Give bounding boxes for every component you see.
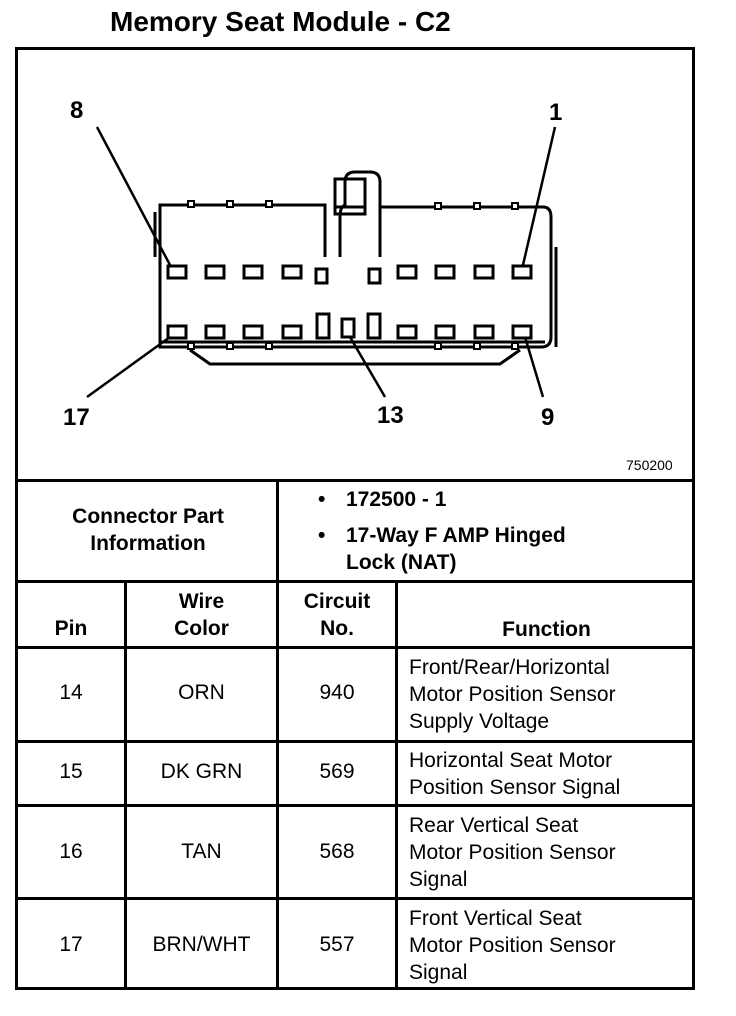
housing-lower-lip — [189, 348, 521, 366]
pin-cavity — [434, 264, 456, 280]
leader-pin-9 — [523, 336, 545, 398]
pin-label-8: 8 — [70, 97, 84, 124]
function-line: Signal — [409, 961, 468, 984]
divider — [15, 897, 695, 900]
pin-cavity — [511, 264, 533, 280]
pin-cavity — [242, 324, 264, 340]
function-line: Motor Position Sensor — [409, 683, 616, 706]
connector-drawing — [86, 126, 558, 399]
bullet-icon: • — [318, 524, 326, 547]
divider — [15, 740, 695, 743]
row-pin: 17 — [59, 933, 83, 956]
pin-label-1: 1 — [549, 99, 563, 126]
divider — [15, 804, 695, 807]
header-wire-color: Wire Color — [127, 588, 276, 642]
row-wire-color: ORN — [178, 681, 225, 704]
pin-label-17: 17 — [63, 404, 90, 431]
latch-window — [333, 177, 367, 216]
pin-cavity — [434, 324, 456, 340]
row-wire-color: DK GRN — [160, 760, 243, 783]
pin-13-cavity — [340, 317, 356, 339]
pin-label-9: 9 — [541, 404, 555, 431]
leader-lines — [86, 126, 557, 399]
row-function: Horizontal Seat Motor Position Sensor Si… — [409, 747, 620, 801]
row-pin: 15 — [59, 760, 83, 783]
pin-cavity — [242, 264, 264, 280]
pin-cavity — [473, 324, 495, 340]
pin-cavity — [166, 324, 188, 340]
function-line: Motor Position Sensor — [409, 841, 616, 864]
pin-cavity — [204, 264, 226, 280]
function-line: Supply Voltage — [409, 710, 550, 733]
function-line: Motor Position Sensor — [409, 934, 616, 957]
row-wire-color: TAN — [181, 840, 222, 863]
pin-cavity — [511, 324, 533, 340]
pin-cavity — [204, 324, 226, 340]
row-function: Front/Rear/Horizontal Motor Position Sen… — [409, 654, 616, 735]
header-wire-color-line2: Color — [174, 617, 229, 640]
row-circuit: 557 — [319, 933, 355, 956]
part-number: 172500 - 1 — [346, 488, 447, 511]
center-slot — [367, 267, 382, 285]
connector-part-info-line1: Connector Part — [72, 505, 224, 528]
diagram-frame — [15, 47, 695, 990]
leader-pin-13 — [348, 336, 387, 398]
pin-cavity — [473, 264, 495, 280]
pin-cavity — [166, 264, 188, 280]
row-function: Front Vertical Seat Motor Position Senso… — [409, 905, 616, 986]
header-pin: Pin — [54, 617, 88, 640]
center-key — [315, 312, 331, 340]
center-key — [366, 312, 382, 340]
row-circuit: 568 — [319, 840, 355, 863]
row-circuit: 940 — [319, 681, 355, 704]
header-wire-color-line1: Wire — [178, 590, 225, 613]
pin-cavity — [396, 264, 418, 280]
divider — [15, 580, 695, 583]
function-line: Position Sensor Signal — [409, 776, 621, 799]
figure-number: 750200 — [626, 457, 673, 473]
leader-pin-1 — [521, 126, 557, 266]
connector-diagram: 8 1 17 13 9 — [15, 47, 695, 480]
leader-pin-17 — [86, 335, 171, 399]
column-divider — [395, 580, 398, 990]
page-title: Memory Seat Module - C2 — [110, 6, 451, 37]
connector-part-info-line2: Information — [90, 532, 206, 555]
header-circuit-line1: Circuit — [303, 590, 371, 613]
divider — [15, 479, 695, 482]
divider — [15, 646, 695, 649]
row-circuit: 569 — [319, 760, 355, 783]
function-line: Horizontal Seat Motor — [409, 749, 613, 772]
pin-cavities — [166, 264, 533, 340]
latch — [338, 170, 382, 257]
function-line: Front/Rear/Horizontal — [409, 656, 610, 679]
pin-label-13: 13 — [377, 402, 404, 429]
function-line: Front Vertical Seat — [409, 907, 582, 930]
connector-housing — [158, 203, 553, 349]
bullet-icon: • — [318, 488, 326, 511]
row-function: Rear Vertical Seat Motor Position Sensor… — [409, 812, 616, 893]
center-slot — [314, 267, 329, 285]
header-circuit-line2: No. — [320, 617, 354, 640]
pin-cavity — [396, 324, 418, 340]
function-line: Rear Vertical Seat — [409, 814, 579, 837]
row-pin: 14 — [59, 681, 83, 704]
header-function: Function — [502, 618, 591, 641]
connector-description-cont: Lock (NAT) — [346, 551, 457, 574]
function-line: Signal — [409, 868, 468, 891]
column-divider — [276, 479, 279, 990]
connector-description: 17-Way F AMP Hinged — [346, 524, 566, 547]
header-circuit-no: Circuit No. — [279, 588, 395, 642]
column-divider — [124, 580, 127, 990]
leader-pin-8 — [95, 126, 172, 266]
pin-cavity — [281, 264, 303, 280]
pin-cavity — [281, 324, 303, 340]
connector-part-info-label: Connector Part Information — [18, 503, 278, 557]
row-wire-color: BRN/WHT — [152, 933, 251, 956]
housing-ribs — [187, 200, 519, 350]
row-pin: 16 — [59, 840, 83, 863]
